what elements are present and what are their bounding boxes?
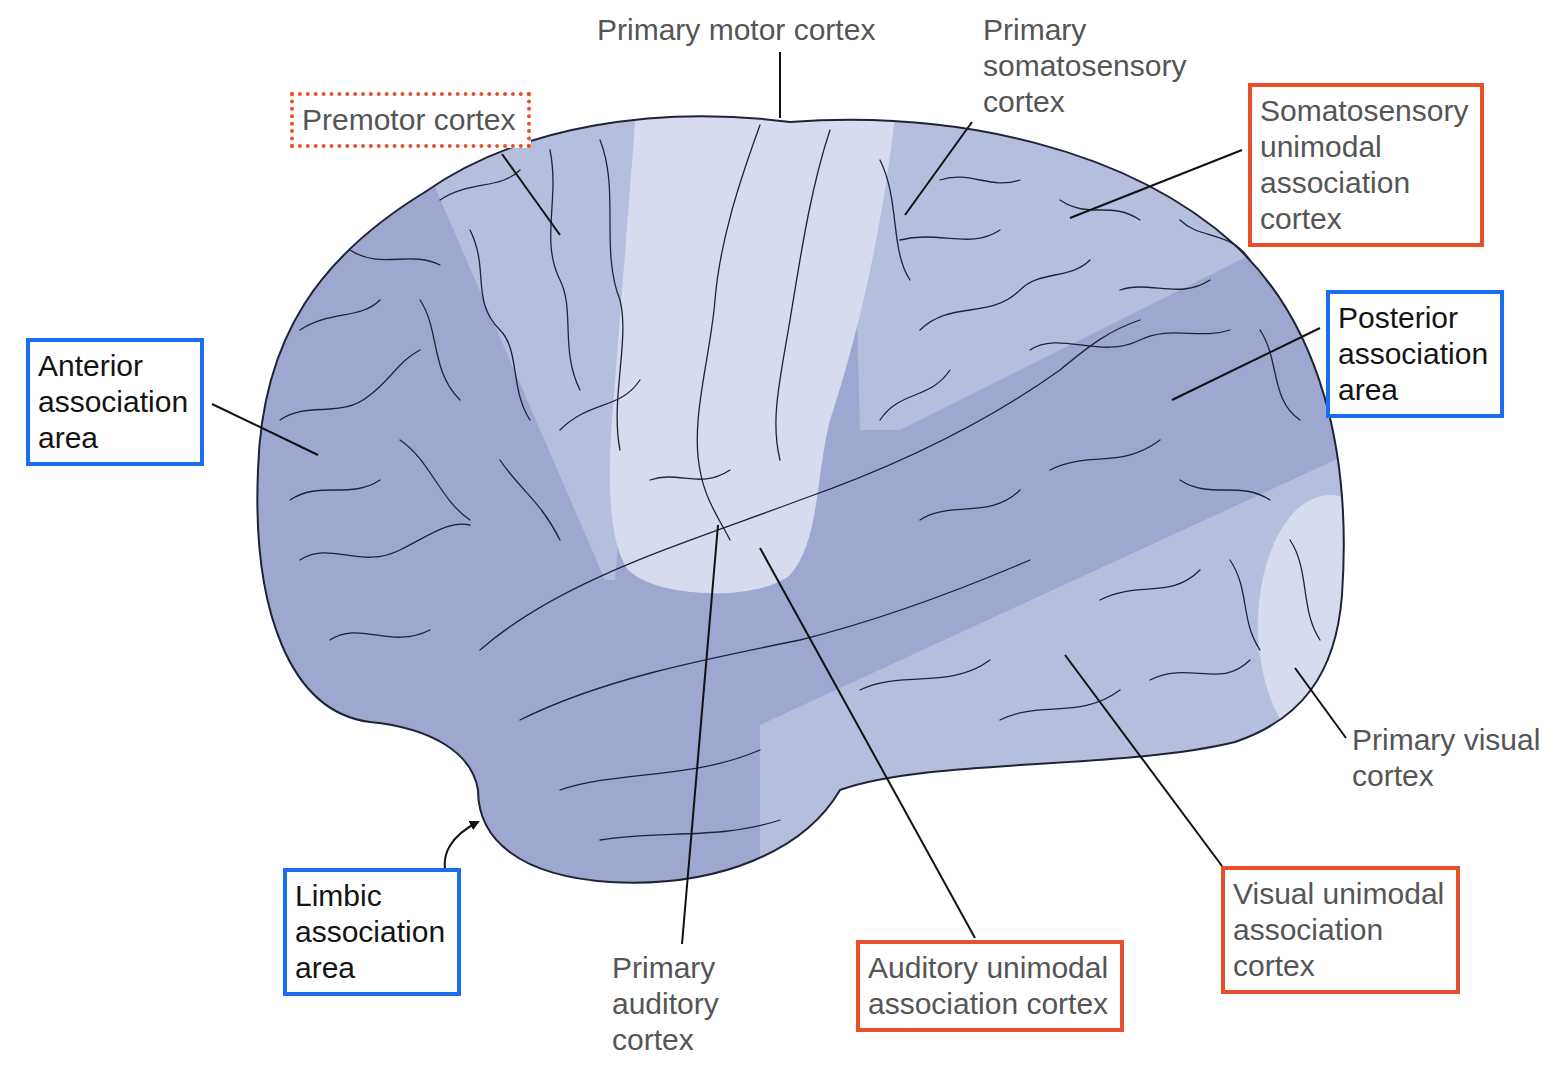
drawing-part [400,440,470,520]
primary-cortex-region [610,60,900,593]
drawing-part [350,250,440,265]
drawing-part [600,140,623,450]
unimodal-area-box: Premotor cortex [290,92,531,148]
leader-line [1065,655,1222,866]
drawing-part [880,160,910,280]
primary-area-text: Primary auditory cortex [612,950,722,1058]
primary-area-label: Primary motor cortex [597,12,879,48]
unimodal-area-box: Visual unimodal association cortex [1221,866,1460,994]
unimodal-area-box: Somatosensory unimodal association corte… [1248,83,1484,247]
drawing-part [650,470,730,480]
primary-area-label: Primary somatosensory cortex [983,12,1190,120]
brain-outline [257,116,1343,882]
leader-line [905,122,972,215]
primary-area-label: Primary auditory cortex [612,950,722,1058]
drawing-part [940,177,1020,183]
drawing-part [697,125,760,540]
region-label: Somatosensory unimodal association corte… [1260,93,1472,237]
drawing-part [1100,570,1200,600]
drawing-part [420,300,460,400]
drawing-part [1030,330,1230,350]
drawing-part [776,130,830,460]
drawing-part [1180,480,1270,500]
drawing-part [1180,220,1250,260]
leader-line [760,548,975,938]
drawing-part [860,660,990,690]
drawing-part [1260,330,1300,420]
region-label: Anterior association area [38,348,192,456]
drawing-part [880,370,950,420]
primary-visual-region [1258,495,1402,755]
leader-line [502,154,560,235]
drawing-part [500,460,560,540]
leader-line [1070,150,1242,218]
drawing-part [480,320,1140,650]
association-area-box: Posterior association area [1326,290,1504,418]
drawing-part [920,490,1020,520]
drawing-part [560,380,640,430]
sulci [280,125,1320,840]
drawing-part [900,230,1000,240]
drawing-part [1120,280,1210,290]
drawing-part [1150,660,1250,680]
drawing-part [560,750,760,790]
leader-line [212,404,318,455]
leader-line [1172,328,1320,400]
primary-area-text: Primary somatosensory cortex [983,12,1190,120]
drawing-part [920,260,1090,330]
region-label: Posterior association area [1338,300,1492,408]
primary-area-text: Primary motor cortex [597,12,879,48]
drawing-part [300,300,380,330]
drawing-part [330,630,430,640]
leader-line [779,52,781,118]
primary-area-text: Primary visual cortex [1352,722,1544,794]
drawing-part [470,230,530,420]
leader-line [682,525,718,944]
association-area-box: Limbic association area [283,868,461,996]
primary-area-label: Primary visual cortex [1352,722,1544,794]
drawing-part [1230,560,1260,650]
drawing-part [550,150,580,390]
leaders [212,52,1346,944]
region-label: Premotor cortex [302,102,519,138]
drawing-part [600,820,780,840]
region-label: Auditory unimodal association cortex [868,950,1112,1022]
leader-line [1295,668,1346,738]
drawing-part [520,560,1030,720]
drawing-part [300,524,470,560]
region-label: Limbic association area [295,878,449,986]
drawing-part [280,350,420,420]
region-label: Visual unimodal association cortex [1233,876,1448,984]
drawing-part [1290,540,1320,640]
unimodal-area-box: Auditory unimodal association cortex [856,940,1124,1032]
drawing-part [290,480,380,500]
association-area-box: Anterior association area [26,338,204,466]
drawing-part [1050,440,1160,470]
